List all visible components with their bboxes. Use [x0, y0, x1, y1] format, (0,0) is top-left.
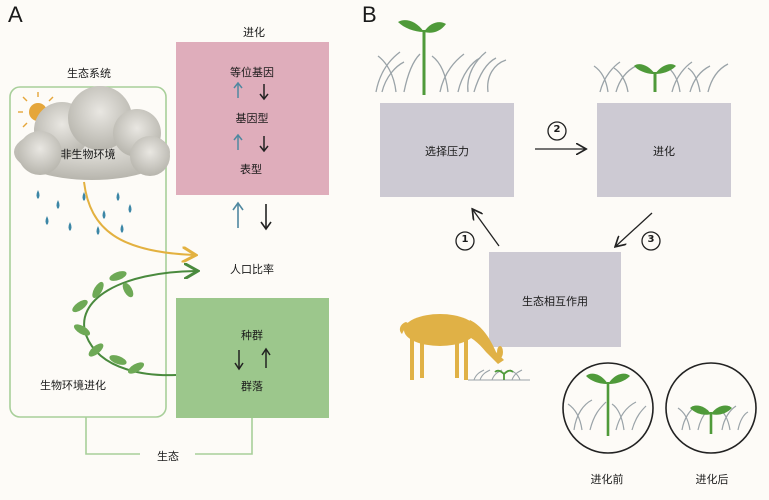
deer-icon	[399, 314, 504, 380]
before-seedling-icon	[586, 373, 630, 436]
step3-label: 3	[647, 234, 655, 245]
evolution-title: 进化	[243, 26, 265, 39]
step1-label: 1	[461, 234, 469, 245]
before-evolution-label: 进化前	[590, 473, 624, 486]
tiny-seedling-icon	[494, 369, 514, 380]
seedling-small-icon	[634, 64, 676, 92]
step3-circle	[641, 231, 661, 251]
arrow-step1	[473, 210, 500, 247]
after-seedling-icon	[690, 405, 732, 434]
population-box	[176, 298, 329, 418]
population-ratio-label: 人口比率	[230, 263, 274, 276]
panel-b-letter: B	[362, 2, 377, 27]
population-community-arrows	[234, 347, 271, 371]
genotype-label: 基因型	[235, 112, 269, 125]
cloud-icon	[14, 86, 170, 180]
phenotype-label: 表型	[240, 163, 262, 176]
seedling-large-icon	[398, 20, 446, 95]
biotic-env-evolution-label: 生物环境进化	[40, 379, 106, 392]
ecology-connector	[85, 417, 253, 455]
before-grass-icon	[567, 399, 647, 431]
eco-interaction-label: 生态相互作用	[522, 295, 588, 308]
selection-pressure-box	[380, 103, 514, 197]
population-label: 种群	[241, 329, 263, 342]
abiotic-environment-label: 非生物环境	[60, 148, 116, 161]
allele-label: 等位基因	[230, 66, 274, 79]
panel-a-letter: A	[8, 2, 23, 27]
eco-interaction-box	[489, 252, 621, 347]
vine-leaves-icon	[72, 271, 145, 374]
step2-circle	[547, 121, 567, 141]
after-grass-icon	[677, 405, 749, 431]
evolution-ratio-arrows	[232, 201, 272, 231]
allele-genotype-arrows	[233, 81, 269, 153]
after-evolution-circle	[665, 362, 757, 454]
evolution-b-box	[597, 103, 731, 197]
after-evolution-label: 进化后	[695, 473, 729, 486]
abiotic-arrow	[83, 181, 194, 255]
arrow-step3	[616, 212, 653, 246]
step1-circle	[455, 231, 475, 251]
rain-drops-icon	[36, 190, 132, 235]
step2-label: 2	[553, 124, 561, 135]
grass-small-icon	[593, 61, 729, 93]
ecology-label: 生态	[157, 450, 179, 463]
ecosystem-label: 生态系统	[67, 67, 111, 80]
before-evolution-circle	[562, 362, 654, 454]
evolution-b-label: 进化	[653, 145, 675, 158]
community-label: 群落	[241, 380, 263, 393]
evolution-box	[176, 42, 329, 195]
grass-large-icon	[375, 51, 507, 93]
selection-pressure-label: 选择压力	[425, 145, 469, 158]
